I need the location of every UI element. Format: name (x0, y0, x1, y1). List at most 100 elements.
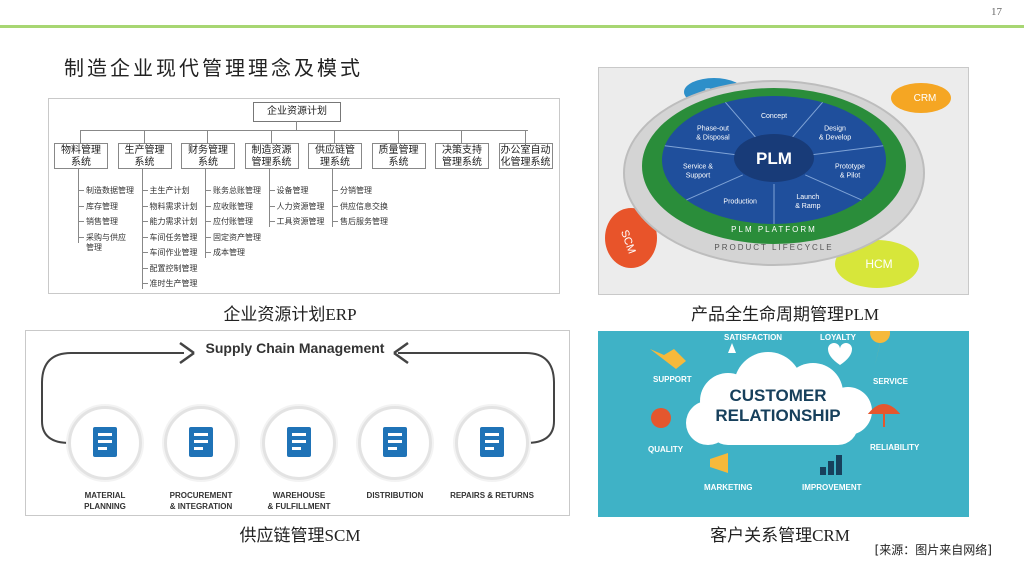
plm-segment-label: Launch (796, 194, 819, 201)
page-title: 制造企业现代管理理念及模式 (64, 56, 363, 80)
crm-item-marketing: MARKETING (704, 483, 753, 492)
erp-submodule: 工具资源管理 (276, 217, 325, 226)
erp-connector (332, 169, 333, 227)
plm-panel: ERP CRM SCM HCM PRODUCT LIFECYCLE PLM PL… (598, 67, 969, 295)
erp-submodule: 车间任务管理 (149, 232, 198, 242)
erp-connector (207, 130, 208, 143)
erp-connector (332, 221, 338, 222)
plm-center-label: PLM (756, 149, 792, 168)
scm-step-label: WAREHOUSE & FULFILLMENT (267, 491, 331, 511)
erp-submodule: 成本管理 (213, 248, 245, 257)
hcm-tab-label: HCM (865, 257, 892, 271)
location-pin-icon (870, 331, 891, 365)
erp-submodule: 供应信息交换 (340, 201, 388, 211)
crm-title-line2: RELATIONSHIP (715, 406, 840, 425)
erp-connector (80, 130, 81, 143)
scm-step-label: PROCUREMENT & INTEGRATION (169, 491, 233, 511)
crm-item-support: SUPPORT (653, 375, 692, 384)
erp-submodule: 人力资源管理 (276, 201, 325, 211)
top-accent-line (0, 25, 1024, 28)
erp-connector (78, 205, 84, 207)
erp-connector (205, 236, 211, 238)
segment-divider (725, 102, 758, 139)
erp-submodule: 采购与供应 管理 (86, 232, 126, 252)
plm-segment-label: Concept (761, 113, 787, 120)
erp-caption: 企业资源计划ERP (223, 305, 357, 324)
erp-module: 供应链管 理系统 (308, 143, 362, 169)
plm-segment-label: Production (723, 199, 757, 206)
umbrella-icon (867, 404, 901, 427)
segment-divider (812, 145, 884, 156)
erp-connector (78, 236, 84, 238)
erp-connector (141, 221, 148, 222)
erp-submodule: 应收账管理 (213, 201, 253, 211)
erp-submodule: 配置控制管理 (149, 263, 198, 273)
scm-loop-arrows (41, 341, 555, 444)
scm-title: Supply Chain Management (205, 340, 385, 356)
plm-segment-label: Service & (683, 164, 713, 171)
plm-segment-label: & Ramp (795, 203, 820, 210)
crm-caption: 客户关系管理CRM (710, 526, 850, 545)
erp-connector (268, 169, 270, 227)
erp-module: 办公室自动 化管理系统 (498, 143, 553, 169)
erp-submodule: 设备管理 (276, 186, 309, 195)
erp-submodule: 物料需求计划 (149, 201, 198, 211)
erp-connector (332, 190, 338, 191)
erp-connector (78, 190, 84, 191)
crm-item-satisfaction: SATISFACTION (724, 333, 783, 342)
plm-segment-label: Support (686, 173, 711, 180)
plm-segment-label: & Pilot (840, 173, 860, 180)
quality-badge-icon (651, 408, 671, 428)
erp-submodule: 应付账管理 (213, 217, 253, 226)
erp-connector (205, 190, 211, 191)
erp-connector (141, 267, 148, 269)
erp-submodule: 准时生产管理 (149, 279, 198, 288)
scm-step-icon (455, 406, 529, 480)
page-number: 17 (991, 6, 1002, 18)
crm-panel: CUSTOMER RELATIONSHIP SATISFACTION LOYAL… (598, 331, 969, 517)
plm-center (734, 134, 814, 182)
megaphone-icon (710, 453, 728, 473)
scm-tab (605, 208, 657, 268)
erp-connector (268, 221, 275, 222)
plm-segment-label: Prototype (835, 164, 865, 171)
crm-cloud: CUSTOMER RELATIONSHIP (650, 331, 901, 475)
erp-connector (141, 190, 148, 191)
crm-item-service: SERVICE (873, 377, 908, 386)
plm-segment-label: & Disposal (696, 134, 730, 141)
bar-chart-icon (820, 455, 842, 475)
erp-root-node: 企业资源计划 (253, 102, 341, 122)
hcm-tab (835, 240, 919, 288)
platform-label: PLM PLATFORM (731, 225, 817, 234)
scm-step-icon (358, 406, 432, 480)
erp-module: 质量管理 系统 (371, 143, 426, 169)
erp-connector (141, 283, 148, 284)
erp-connector (296, 121, 297, 130)
erp-connector (143, 130, 145, 143)
erp-connector (268, 205, 275, 207)
erp-submodule: 售后服务管理 (340, 217, 388, 226)
scm-step-label: DISTRIBUTION (366, 491, 424, 500)
crm-item-improvement: IMPROVEMENT (802, 483, 862, 492)
segment-divider (790, 102, 823, 139)
erp-connector (205, 169, 206, 258)
erp-connector (80, 130, 528, 131)
scm-step-label: MATERIAL PLANNING (84, 491, 126, 511)
erp-module: 制造资源 管理系统 (244, 143, 299, 169)
scm-step-icon (262, 406, 336, 480)
erp-connector (141, 169, 143, 289)
scm-step-icon (164, 406, 238, 480)
erp-connector (205, 205, 211, 207)
erp-connector (332, 205, 338, 207)
erp-connector (268, 190, 275, 191)
erp-connector (397, 130, 399, 143)
erp-connector (524, 130, 526, 143)
erp-module: 决策支持 管理系统 (435, 143, 489, 169)
crm-tab-label: CRM (914, 93, 937, 104)
erp-submodule: 账务总账管理 (213, 186, 261, 195)
erp-submodule: 库存管理 (86, 201, 118, 211)
erp-connector (78, 221, 84, 222)
crm-item-quality: QUALITY (648, 445, 684, 454)
crm-title-line1: CUSTOMER (730, 386, 827, 405)
plm-segment-label: Design (824, 125, 846, 132)
